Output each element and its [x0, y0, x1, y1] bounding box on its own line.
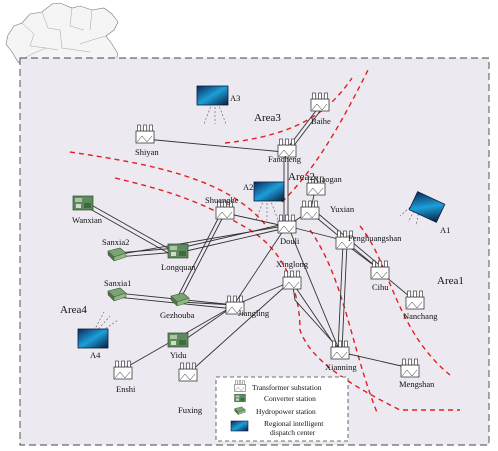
legend: Transformer substation Converter station…: [215, 376, 349, 442]
label-xiaogan: Xiaogan: [313, 174, 343, 184]
substation-nanchang: [405, 290, 425, 310]
label-wanxian: Wanxian: [72, 215, 103, 225]
substation-douli: [277, 214, 297, 234]
label-xianning: Xianning: [325, 362, 357, 372]
substation-enshi: [113, 360, 133, 380]
label-enshi: Enshi: [116, 384, 136, 394]
label-area3: Area3: [254, 112, 281, 124]
substation-xinglong: [282, 270, 302, 290]
substation-cihu: [370, 260, 390, 280]
dispatch-signal-rays: [93, 102, 421, 334]
label-area2: Area2: [288, 171, 315, 183]
label-shuanghe: Shuanghe: [205, 195, 239, 205]
converter-longquan: [167, 243, 189, 259]
label-sanxia1: Sanxia1: [104, 278, 131, 288]
label-a4: A4: [90, 350, 101, 360]
label-fenghuangshan: Fenghuangshan: [348, 233, 402, 243]
legend-transformer-label: Transformer substation: [252, 383, 322, 392]
label-area4: Area4: [60, 304, 87, 316]
legend-dispatch-label-line2: dispatch center: [270, 428, 316, 437]
label-fuxing: Fuxing: [178, 405, 203, 415]
label-xinglong: Xinglong: [276, 259, 309, 269]
legend-converter-icon: [234, 393, 246, 403]
label-fancheng: Fancheng: [268, 154, 302, 164]
legend-dispatch-label-line1: Regional intelligent: [264, 419, 324, 428]
legend-converter-label: Converter station: [264, 394, 316, 403]
label-longquan: Longquan: [161, 262, 196, 272]
label-sanxia2: Sanxia2: [102, 237, 129, 247]
label-gezhouba: Gezhouba: [160, 310, 195, 320]
label-a2: A2: [243, 182, 253, 192]
dispatch-center-a1: [408, 191, 446, 223]
converter-wanxian: [72, 195, 94, 211]
label-douli: Douli: [280, 236, 300, 246]
label-area1: Area1: [437, 275, 464, 287]
dispatch-center-a3: [196, 85, 229, 106]
label-jiangling: Jiangling: [238, 308, 270, 318]
legend-hydropower-label: Hydropower station: [256, 407, 316, 416]
legend-transformer-icon: [234, 380, 246, 392]
label-a3: A3: [230, 93, 240, 103]
label-shiyan: Shiyan: [135, 147, 159, 157]
label-mengshan: Mengshan: [399, 379, 435, 389]
label-yidu: Yidu: [170, 350, 187, 360]
label-cihu: Cihu: [372, 282, 389, 292]
substation-xianning: [330, 340, 350, 360]
label-baihe: Baihe: [311, 116, 331, 126]
converter-yidu: [167, 332, 189, 348]
substation-mengshan: [400, 358, 420, 378]
dispatch-center-a2: [253, 181, 285, 202]
substation-shiyan: [135, 124, 155, 144]
label-nanchang: Nanchang: [403, 311, 438, 321]
substation-baihe: [310, 92, 330, 112]
label-yuxian: Yuxian: [330, 204, 355, 214]
substation-yuxian: [300, 200, 320, 220]
legend-dispatch-icon: [230, 420, 249, 432]
dispatch-center-a4: [77, 328, 109, 349]
substation-fuxing: [178, 362, 198, 382]
label-a1: A1: [440, 225, 450, 235]
